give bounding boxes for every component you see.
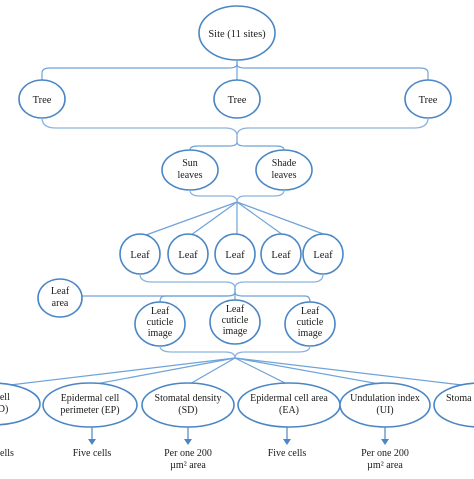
cuticle-2-line-2: cuticle	[222, 315, 249, 326]
measurement-node-3: Stomatal density (SD)	[141, 382, 235, 428]
leaf-label-2: Leaf	[178, 250, 198, 261]
shade-leaves-node: Shade leaves	[255, 149, 313, 191]
measurement-node-1: l cell ED)	[0, 382, 41, 426]
sample-2-line-1: Five cells	[73, 448, 112, 459]
measurement-1-line-2: ED)	[0, 404, 8, 415]
sample-4-line-1: Five cells	[268, 448, 307, 459]
sun-leaves-line-1: Sun	[182, 158, 198, 169]
sample-3-line-1: Per one 200	[164, 448, 212, 459]
measurement-6-line-1: Stoma	[446, 393, 472, 404]
measurement-5-line-1: Undulation index	[350, 393, 420, 404]
brace-leaf-types	[189, 189, 285, 203]
connector-leaf-5	[236, 201, 327, 236]
sample-5-line-2: µm² area	[367, 460, 403, 471]
leaf-node-5: Leaf	[302, 233, 344, 275]
cuticle-3-line-3: image	[298, 328, 323, 339]
connector-root-tree-left	[41, 60, 238, 80]
leaf-label-5: Leaf	[313, 250, 333, 261]
root-node: Site (11 sites)	[198, 5, 276, 61]
measurement-5-line-2: (UI)	[376, 405, 393, 416]
connector-measure-4	[234, 357, 290, 386]
sample-5-line-1: Per one 200	[361, 448, 409, 459]
measurement-2-line-1: Epidermal cell	[61, 393, 120, 404]
cuticle-3-line-1: Leaf	[301, 306, 320, 317]
connector-root-tree-right	[236, 63, 429, 80]
tree-node-3: Tree	[404, 79, 452, 119]
tree-node-1: Tree	[18, 79, 66, 119]
cuticle-1-line-2: cuticle	[147, 317, 174, 328]
leaf-area-node: Leaf area	[37, 278, 83, 318]
brace-cuticle-images	[159, 345, 311, 359]
shade-leaves-line-2: leaves	[272, 170, 297, 181]
leaf-label-3: Leaf	[225, 250, 245, 261]
brace-leaves	[139, 273, 324, 289]
connector-cuticle-3	[234, 291, 311, 303]
connector-trees-sun	[189, 136, 238, 151]
connector-measure-5	[234, 357, 386, 386]
cuticle-1-line-3: image	[148, 328, 173, 339]
arrow-4	[283, 427, 291, 445]
leaf-area-line-1: Leaf	[51, 286, 70, 297]
connector-measure-6	[234, 357, 463, 386]
measurement-4-line-1: Epidermal cell area	[250, 393, 328, 404]
arrow-2	[88, 427, 96, 445]
measurement-3-line-1: Stomatal density	[155, 393, 222, 404]
measurement-node-2: Epidermal cell perimeter (EP)	[42, 382, 138, 428]
sample-3-line-2: µm² area	[170, 460, 206, 471]
measurement-node-5: Undulation index (UI)	[339, 382, 431, 428]
connector-trees-shade	[236, 141, 285, 151]
connector-measure-3	[187, 357, 236, 386]
cuticle-2-line-3: image	[223, 326, 248, 337]
tree-node-2: Tree	[213, 79, 261, 119]
cuticle-image-node-1: Leaf cuticle image	[134, 301, 186, 347]
connector-leaf-1	[145, 201, 238, 236]
cuticle-3-line-2: cuticle	[297, 317, 324, 328]
sample-1-line-1: ells	[0, 448, 14, 459]
arrow-5	[381, 427, 389, 445]
leaf-node-1: Leaf	[119, 233, 161, 275]
leaf-label-4: Leaf	[271, 250, 291, 261]
brace-trees	[41, 117, 429, 137]
connector-leaf-2	[190, 201, 238, 236]
leaf-node-2: Leaf	[167, 233, 209, 275]
measurement-3-line-2: (SD)	[178, 405, 197, 416]
cuticle-image-node-3: Leaf cuticle image	[284, 301, 336, 347]
cuticle-2-line-1: Leaf	[226, 304, 245, 315]
leaf-node-3: Leaf	[214, 233, 256, 275]
leaf-label-1: Leaf	[130, 250, 150, 261]
connector-leaf-4	[236, 201, 284, 236]
connector-measure-2	[89, 357, 236, 386]
sun-leaves-line-2: leaves	[178, 170, 203, 181]
connector-measure-1	[9, 357, 236, 386]
measurement-node-6: Stoma	[433, 382, 474, 428]
tree-label-3: Tree	[419, 95, 438, 106]
root-label: Site (11 sites)	[208, 29, 266, 40]
measurement-4-line-2: (EA)	[279, 405, 299, 416]
measurement-2-line-2: perimeter (EP)	[60, 405, 119, 416]
connector-cuticle-1	[159, 291, 236, 303]
cuticle-image-node-2: Leaf cuticle image	[209, 299, 261, 345]
leaf-node-4: Leaf	[260, 233, 302, 275]
connector-leaf-area	[70, 288, 236, 297]
sun-leaves-node: Sun leaves	[161, 149, 219, 191]
tree-label-1: Tree	[33, 95, 52, 106]
tree-label-2: Tree	[228, 95, 247, 106]
cuticle-1-line-1: Leaf	[151, 306, 170, 317]
measurement-node-4: Epidermal cell area (EA)	[237, 382, 341, 428]
measurement-1-line-1: l cell	[0, 392, 10, 403]
shade-leaves-line-1: Shade	[272, 158, 297, 169]
arrow-3	[184, 427, 192, 445]
leaf-area-line-2: area	[52, 298, 69, 309]
